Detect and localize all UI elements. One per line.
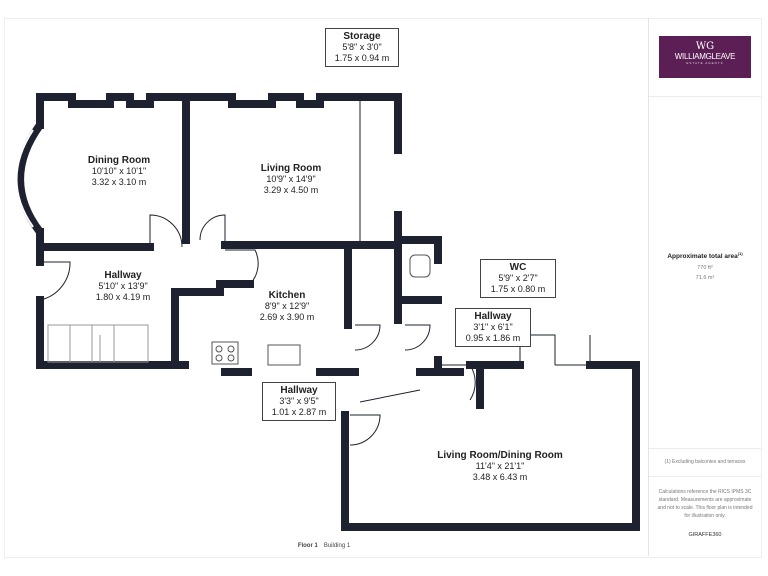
logo-name: WILLIAMGLEAVE bbox=[674, 52, 736, 61]
room-metric: 0.95 x 1.86 m bbox=[465, 333, 521, 343]
room-name: Living Room/Dining Room bbox=[437, 450, 563, 461]
doors bbox=[39, 100, 591, 446]
logo-subtitle: ESTATE AGENTS bbox=[686, 61, 724, 65]
logo-mark: WG bbox=[695, 41, 715, 52]
room-name: Dining Room bbox=[87, 155, 151, 166]
room-metric: 1.75 x 0.80 m bbox=[490, 284, 546, 294]
room-name: Kitchen bbox=[268, 290, 306, 301]
room-imperial: 11'4" x 21'1" bbox=[475, 461, 525, 471]
room-imperial: 3'1" x 6'1" bbox=[473, 322, 513, 332]
floor-caption: Floor 1 Building 1 bbox=[0, 543, 648, 549]
room-metric: 1.01 x 2.87 m bbox=[271, 407, 327, 417]
divider bbox=[649, 448, 761, 449]
bay-window bbox=[16, 122, 44, 235]
brand-logo: WG WILLIAMGLEAVE ESTATE AGENTS bbox=[659, 36, 751, 78]
room-name: Living Room bbox=[260, 163, 322, 174]
building-label: Building 1 bbox=[323, 543, 351, 549]
room-imperial: 8'9" x 12'9" bbox=[264, 301, 310, 311]
kitchen-fixtures bbox=[211, 254, 431, 366]
room-imperial: 5'8" x 3'0" bbox=[342, 42, 382, 52]
room-name: WC bbox=[509, 262, 527, 273]
floor-plan bbox=[15, 93, 640, 531]
room-name: Hallway bbox=[104, 270, 142, 281]
divider bbox=[649, 476, 761, 477]
room-imperial: 10'10" x 10'1" bbox=[91, 166, 147, 176]
room-metric: 3.32 x 3.10 m bbox=[91, 177, 147, 187]
area-sqft: 770 ft² bbox=[697, 265, 713, 271]
area-title: Approximate total area(1) bbox=[649, 251, 761, 260]
room-metric: 1.75 x 0.94 m bbox=[334, 53, 390, 63]
room-imperial: 10'9" x 14'9" bbox=[266, 174, 316, 184]
walls bbox=[36, 93, 640, 531]
room-metric: 3.48 x 6.43 m bbox=[472, 472, 528, 482]
calculations-note: Calculations reference the RICS IPMS 3C … bbox=[657, 489, 753, 519]
room-name: Storage bbox=[343, 31, 381, 42]
excluding-note: (1) Excluding balconies and terraces bbox=[664, 459, 746, 465]
room-imperial: 3'3" x 9'5" bbox=[279, 396, 319, 406]
provider-brand: GIRAFFE360 bbox=[688, 532, 722, 538]
room-name: Hallway bbox=[474, 311, 512, 322]
room-imperial: 5'9" x 2'7" bbox=[498, 273, 538, 283]
area-sqm: 71.6 m² bbox=[695, 275, 715, 281]
floor-label: Floor 1 bbox=[297, 543, 318, 549]
room-imperial: 5'10" x 13'9" bbox=[98, 281, 148, 291]
room-metric: 3.29 x 4.50 m bbox=[263, 185, 319, 195]
room-metric: 1.80 x 4.19 m bbox=[95, 292, 151, 302]
room-metric: 2.69 x 3.90 m bbox=[259, 312, 315, 322]
room-name: Hallway bbox=[280, 385, 318, 396]
stairs bbox=[47, 324, 149, 363]
area-footnote-mark: (1) bbox=[737, 251, 743, 256]
area-title-text: Approximate total area bbox=[667, 253, 738, 261]
bay-window-glazing bbox=[15, 129, 34, 228]
divider bbox=[649, 96, 761, 97]
info-panel: WG WILLIAMGLEAVE ESTATE AGENTS Approxima… bbox=[648, 18, 761, 556]
